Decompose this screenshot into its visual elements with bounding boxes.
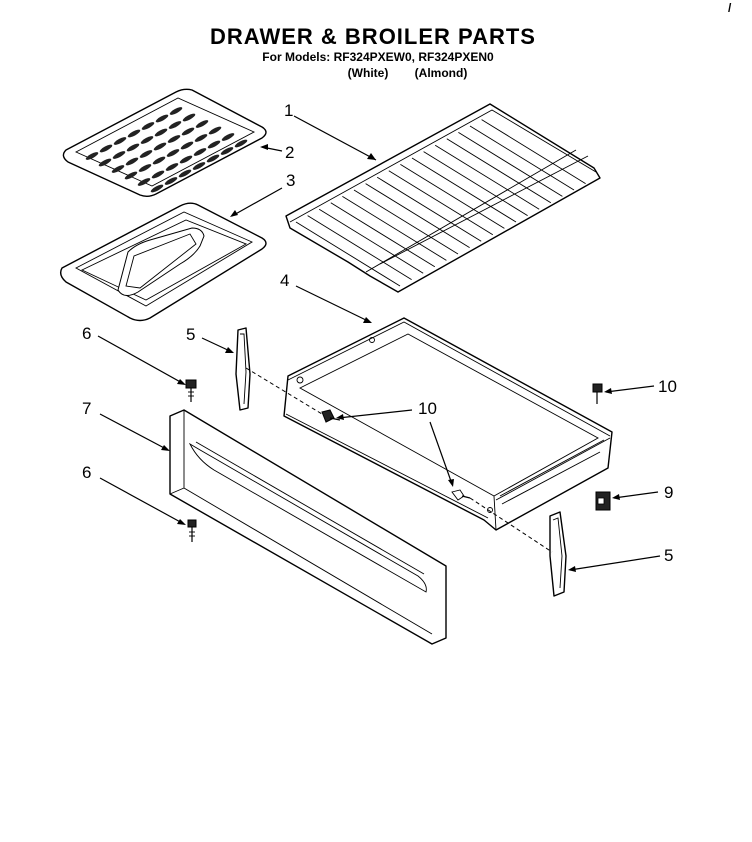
grid-slot <box>167 135 181 143</box>
rack-wire <box>376 176 482 242</box>
grid-slot <box>111 165 125 173</box>
grid-slot <box>125 157 139 166</box>
callout-5-left: 5 <box>186 325 195 344</box>
rack-wire <box>434 144 540 210</box>
grid-slot <box>193 148 207 156</box>
grid-slot <box>195 120 209 128</box>
drawer-slide-left-part <box>235 327 251 411</box>
grid-slot <box>113 137 127 145</box>
rack-wire <box>307 215 412 280</box>
screw-10-right-part <box>592 383 603 404</box>
grid-slot <box>98 158 112 167</box>
rack-wire <box>318 208 424 274</box>
rack-wire <box>388 170 494 236</box>
assembly-dash-left <box>245 367 323 415</box>
rack-wire <box>330 202 436 268</box>
grid-slot <box>179 155 193 164</box>
rack-wire <box>469 125 575 191</box>
corner-mark: / <box>728 1 732 15</box>
grid-slot <box>169 107 183 115</box>
grid-slot <box>208 126 222 135</box>
grid-slot <box>150 184 164 193</box>
grid-slot <box>206 154 220 163</box>
drawer-front-panel-part <box>169 409 447 645</box>
grid-slot <box>234 139 248 148</box>
grid-slot <box>138 164 152 172</box>
callout-5-right: 5 <box>664 546 673 565</box>
grid-slot <box>221 133 235 141</box>
grid-slot <box>85 152 99 160</box>
grid-slot <box>220 147 234 155</box>
rack-wire <box>458 132 563 197</box>
grid-slot <box>151 170 165 179</box>
rack-wire <box>481 119 586 184</box>
grid-slot <box>181 127 195 136</box>
models-line: For Models: RF324PXEW0, RF324PXEN0 <box>262 50 494 64</box>
screw-bottom-part <box>187 519 197 542</box>
leader-lines <box>97 115 661 572</box>
rack-wire <box>295 221 401 287</box>
grid-slot <box>139 150 153 158</box>
grid-slot <box>141 122 155 130</box>
color-almond-label: (Almond) <box>415 66 468 80</box>
oven-rack-part <box>285 103 601 293</box>
grid-slot <box>192 162 206 170</box>
broiler-grid-part <box>62 88 267 197</box>
clip-part <box>595 491 611 511</box>
assembly-dash-right <box>469 497 553 553</box>
callout-10-mid: 10 <box>418 399 437 418</box>
grid-slot <box>207 140 221 149</box>
rack-wire <box>365 183 470 248</box>
grid-slot <box>180 141 194 150</box>
grid-slot <box>194 134 208 142</box>
grid-slot <box>165 163 179 171</box>
screw-10-drawer-part <box>451 489 471 501</box>
grid-slot <box>124 171 138 180</box>
rack-wire <box>342 196 447 261</box>
callout-6-bottom: 6 <box>82 463 91 482</box>
grid-slot <box>152 156 166 165</box>
grid-slot <box>137 178 151 186</box>
diagram-title: DRAWER & BROILER PARTS <box>210 24 536 49</box>
callout-1: 1 <box>284 101 293 120</box>
grid-slot <box>168 121 182 129</box>
drawer-body-part <box>283 317 613 531</box>
callout-3: 3 <box>286 171 295 190</box>
grid-slot <box>182 113 196 122</box>
color-white-label: (White) <box>348 66 389 80</box>
callout-7: 7 <box>82 399 91 418</box>
callout-6-top: 6 <box>82 324 91 343</box>
rack-wire <box>423 151 528 216</box>
grid-slot <box>155 114 169 123</box>
callout-9: 9 <box>664 483 673 502</box>
grid-slot <box>140 136 154 144</box>
grid-slot <box>126 143 140 152</box>
screw-top-part <box>185 379 197 402</box>
grid-slot <box>154 128 168 137</box>
grid-slot <box>164 177 178 185</box>
rack-wire <box>411 157 517 223</box>
broiler-pan-part <box>59 202 267 322</box>
grid-slot <box>153 142 167 151</box>
grid-slot <box>178 169 192 178</box>
rack-wire <box>446 138 552 204</box>
callout-10-right: 10 <box>658 377 677 396</box>
rack-wire <box>353 189 459 255</box>
callout-2: 2 <box>285 143 294 162</box>
grid-slot <box>112 151 126 159</box>
grid-slot <box>166 149 180 157</box>
callout-4: 4 <box>280 271 289 290</box>
grid-slot <box>127 129 141 138</box>
drawer-slide-right-part <box>549 511 567 597</box>
screw-10-mid-part <box>321 409 341 423</box>
grid-slot <box>99 144 113 153</box>
rack-wire <box>400 164 505 229</box>
